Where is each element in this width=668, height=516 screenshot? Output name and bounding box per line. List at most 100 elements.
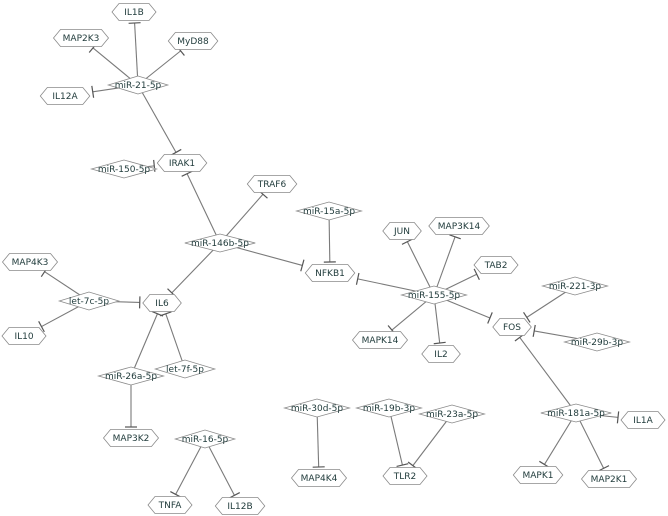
node-label: miR-15a-5p xyxy=(303,207,355,217)
mirna-node-let-7f-5p[interactable]: let-7f-5p xyxy=(153,359,217,379)
diamond-shape xyxy=(418,404,486,424)
edge-line xyxy=(134,22,139,86)
gene-node-il2[interactable]: IL2 xyxy=(421,345,461,363)
gene-node-il6[interactable]: IL6 xyxy=(142,294,182,312)
mirna-node-mir-15a-5p[interactable]: miR-15a-5p xyxy=(295,201,363,221)
node-label: miR-155-5p xyxy=(408,291,461,301)
node-label: miR-21-5p xyxy=(115,81,162,91)
node-label: miR-26a-5p xyxy=(105,372,157,382)
mirna-node-mir-21-5p[interactable]: miR-21-5p xyxy=(106,75,170,95)
hexagon-shape xyxy=(142,294,182,312)
hexagon-shape xyxy=(147,496,193,514)
gene-node-map2k3[interactable]: MAP2K3 xyxy=(52,29,110,47)
inhibition-bar xyxy=(38,321,45,333)
edge-mir-23a-5p-to-tlr2 xyxy=(407,413,453,470)
inhibition-bar xyxy=(449,234,461,240)
gene-node-mapk1[interactable]: MAPK1 xyxy=(512,466,564,484)
mirna-node-let-7c-5p[interactable]: let-7c-5p xyxy=(57,291,121,311)
hexagon-shape xyxy=(39,87,91,105)
gene-node-map2k1[interactable]: MAP2K1 xyxy=(580,470,638,488)
inhibition-bar xyxy=(91,85,95,98)
gene-node-nfkb1[interactable]: NFKB1 xyxy=(304,264,356,282)
gene-node-il1b[interactable]: IL1B xyxy=(111,3,157,21)
edges-layer xyxy=(38,22,620,499)
node-label: MAP4K3 xyxy=(12,258,49,268)
edge-line xyxy=(575,412,605,469)
hexagon-shape xyxy=(421,345,461,363)
mirna-node-mir-19b-3p[interactable]: miR-19b-3p xyxy=(355,398,423,418)
node-label: IL10 xyxy=(14,332,33,342)
node-label: IL6 xyxy=(155,299,169,309)
node-label: miR-19b-3p xyxy=(363,404,416,414)
gene-node-il12a[interactable]: IL12A xyxy=(39,87,91,105)
gene-node-tab2[interactable]: TAB2 xyxy=(473,256,519,274)
inhibition-bar xyxy=(396,463,409,468)
mirna-node-mir-146b-5p[interactable]: miR-146b-5p xyxy=(184,233,256,253)
diamond-shape xyxy=(400,285,468,305)
gene-node-traf6[interactable]: TRAF6 xyxy=(246,175,298,193)
hexagon-shape xyxy=(580,470,638,488)
inhibition-bar xyxy=(433,341,446,345)
gene-node-il1a[interactable]: IL1A xyxy=(620,411,666,429)
gene-node-il10[interactable]: IL10 xyxy=(1,327,47,345)
hexagon-shape xyxy=(512,466,564,484)
gene-node-mapk14[interactable]: MAPK14 xyxy=(351,331,409,349)
inhibition-bar xyxy=(181,170,193,177)
mirna-node-mir-29b-3p[interactable]: miR-29b-3p xyxy=(563,332,631,352)
inhibition-bar xyxy=(487,312,493,324)
node-label: let-7c-5p xyxy=(69,297,109,307)
node-label: MyD88 xyxy=(177,37,209,47)
edge-line xyxy=(219,193,264,244)
gene-node-il12b[interactable]: IL12B xyxy=(214,497,266,515)
gene-node-map4k4[interactable]: MAP4K4 xyxy=(290,469,348,487)
hexagon-shape xyxy=(290,469,348,487)
edge-mir-26a-5p-to-il6 xyxy=(130,310,164,377)
edge-let-7f-5p-to-il6 xyxy=(159,311,186,370)
gene-node-irak1[interactable]: IRAK1 xyxy=(156,154,208,172)
mirna-node-mir-26a-5p[interactable]: miR-26a-5p xyxy=(97,366,165,386)
node-label: IL1B xyxy=(124,8,144,18)
diamond-shape xyxy=(295,201,363,221)
node-label: IL12B xyxy=(227,502,252,512)
gene-node-fos[interactable]: FOS xyxy=(492,318,532,336)
node-label: miR-30d-5p xyxy=(291,404,344,414)
edge-line xyxy=(519,337,577,414)
node-label: miR-29b-3p xyxy=(571,338,624,348)
mirna-node-mir-23a-5p[interactable]: miR-23a-5p xyxy=(418,404,486,424)
mirna-node-mir-30d-5p[interactable]: miR-30d-5p xyxy=(283,398,351,418)
hexagon-shape xyxy=(382,467,428,485)
diamond-shape xyxy=(97,366,165,386)
edge-mir-146b-5p-to-il6 xyxy=(167,242,221,298)
edge-line xyxy=(406,241,435,296)
gene-node-map4k3[interactable]: MAP4K3 xyxy=(1,253,59,271)
hexagon-shape xyxy=(111,3,157,21)
mirna-node-mir-16-5p[interactable]: miR-16-5p xyxy=(173,429,237,449)
gene-node-map3k2[interactable]: MAP3K2 xyxy=(102,429,160,447)
edge-line xyxy=(544,412,577,465)
edge-mir-16-5p-to-il12b xyxy=(204,438,241,499)
node-label: MAP2K1 xyxy=(591,475,628,485)
gene-node-tlr2[interactable]: TLR2 xyxy=(382,467,428,485)
gene-node-map3k14[interactable]: MAP3K14 xyxy=(428,217,490,235)
diamond-shape xyxy=(173,429,237,449)
node-label: MAPK1 xyxy=(523,471,554,481)
node-label: MAP2K3 xyxy=(63,34,100,44)
edge-mir-181a-5p-to-mapk1 xyxy=(539,412,577,469)
mirna-node-mir-150-5p[interactable]: miR-150-5p xyxy=(90,159,158,179)
mirna-node-mir-155-5p[interactable]: miR-155-5p xyxy=(400,285,468,305)
edge-mir-155-5p-to-map3k14 xyxy=(433,234,461,296)
edge-line xyxy=(171,242,221,294)
node-label: IRAK1 xyxy=(169,159,195,169)
mirna-node-mir-221-3p[interactable]: miR-221-3p xyxy=(541,276,609,296)
edge-mir-155-5p-to-jun xyxy=(401,238,435,296)
gene-node-jun[interactable]: JUN xyxy=(382,222,422,240)
diamond-shape xyxy=(184,233,256,253)
hexagon-shape xyxy=(304,264,356,282)
edge-mir-181a-5p-to-fos xyxy=(514,333,577,414)
node-label: miR-16-5p xyxy=(182,435,229,445)
gene-node-myd88[interactable]: MyD88 xyxy=(167,32,219,50)
hexagon-shape xyxy=(382,222,422,240)
mirna-node-mir-181a-5p[interactable]: miR-181a-5p xyxy=(540,403,612,423)
inhibition-bar xyxy=(128,22,141,24)
gene-node-tnfa[interactable]: TNFA xyxy=(147,496,193,514)
